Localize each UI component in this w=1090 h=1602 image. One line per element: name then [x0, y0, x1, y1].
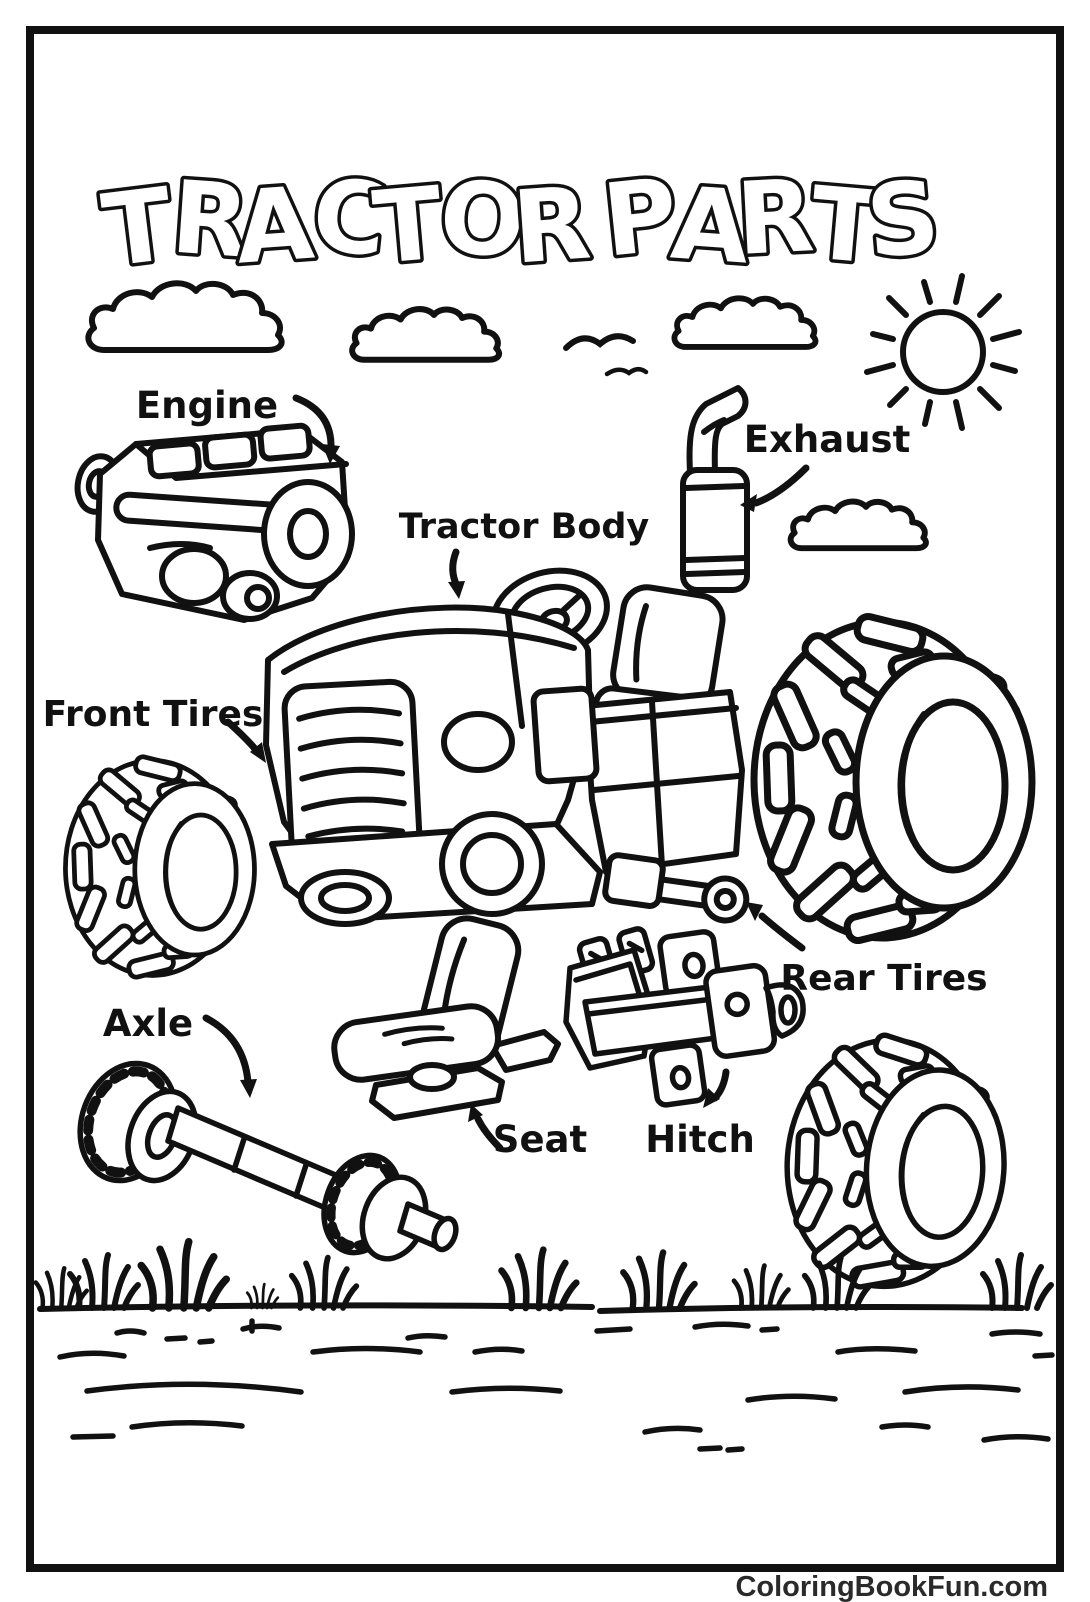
sun-icon	[864, 273, 1022, 431]
title-letter: T	[369, 164, 447, 287]
hitch-pin-illustration	[602, 852, 750, 924]
engine-arrowhead	[322, 444, 340, 464]
seat-arrowhead	[468, 1104, 483, 1122]
front-tire-illustration	[65, 755, 254, 978]
hitch-label: Hitch	[645, 1118, 755, 1161]
part-labels: Engine Tractor Body Exhaust Front Tires …	[43, 384, 988, 1161]
label-seat: Seat	[468, 1104, 587, 1161]
label-exhaust: Exhaust	[740, 418, 910, 512]
label-hitch: Hitch	[645, 1068, 755, 1161]
rear-tires-label: Rear Tires	[780, 958, 987, 999]
page-title: T R A C T O R P A R T S	[93, 152, 947, 293]
engine-illustration	[74, 422, 355, 623]
axle-illustration	[77, 1060, 459, 1262]
front-tires-label: Front Tires	[43, 694, 264, 735]
cloud-icon	[674, 297, 816, 348]
label-rear-tires: Rear Tires	[746, 902, 988, 999]
title-letter: O	[436, 158, 529, 281]
engine-arrow	[292, 394, 335, 452]
bird-icon	[604, 367, 649, 377]
cloud-icon	[351, 308, 500, 361]
label-engine: Engine	[136, 384, 340, 464]
title-letter: S	[862, 158, 944, 281]
watermark-text: ColoringBookFun.com	[735, 1571, 1048, 1602]
page-border	[26, 26, 1064, 1572]
exhaust-illustration	[680, 385, 750, 593]
rear-tire-illustration	[754, 614, 1032, 942]
axle-label: Axle	[103, 1002, 193, 1045]
second-rear-tire-illustration	[779, 1027, 1013, 1298]
tractor-body-arrow	[449, 548, 461, 590]
front-tires-arrowhead	[250, 742, 266, 763]
axle-arrowhead	[240, 1079, 257, 1098]
sky	[87, 273, 1022, 549]
bird-icon	[563, 333, 636, 351]
title-letter: R	[734, 157, 817, 278]
title-letter: T	[806, 164, 884, 287]
axle-arrow	[202, 1014, 252, 1086]
tractor-body-label: Tractor Body	[399, 507, 650, 547]
hitch-arrowhead	[703, 1088, 720, 1108]
exhaust-arrowhead	[740, 494, 757, 512]
tractor-body-arrowhead	[448, 581, 465, 599]
title-letter: C	[307, 156, 392, 280]
rear-tires-arrow	[758, 912, 806, 952]
label-axle: Axle	[103, 1002, 257, 1098]
title-letter: A	[668, 165, 753, 287]
tractor-body-illustration	[263, 567, 745, 927]
soil-dashes	[57, 1318, 1055, 1453]
label-front-tires: Front Tires	[43, 694, 266, 763]
seat-label: Seat	[493, 1118, 587, 1161]
rear-tires-arrowhead	[746, 902, 763, 921]
ground	[36, 1242, 1055, 1453]
seat-arrow	[474, 1115, 504, 1152]
label-tractor-body: Tractor Body	[399, 507, 650, 599]
cloud-icon	[87, 282, 283, 351]
cloud-icon	[790, 501, 927, 549]
ground-line	[597, 1304, 1025, 1314]
title-letter: A	[232, 165, 317, 287]
hitch-illustration	[563, 926, 806, 1108]
title-letter: P	[598, 156, 683, 280]
hitch-arrow	[711, 1068, 730, 1102]
seat-illustration	[331, 915, 561, 1121]
exhaust-label: Exhaust	[744, 418, 911, 461]
title-letter: R	[168, 159, 253, 281]
engine-label: Engine	[136, 384, 278, 427]
title-letter: T	[97, 166, 179, 290]
title-letter: R	[509, 165, 594, 287]
front-tires-arrow	[224, 718, 260, 754]
exhaust-arrow	[752, 464, 810, 507]
